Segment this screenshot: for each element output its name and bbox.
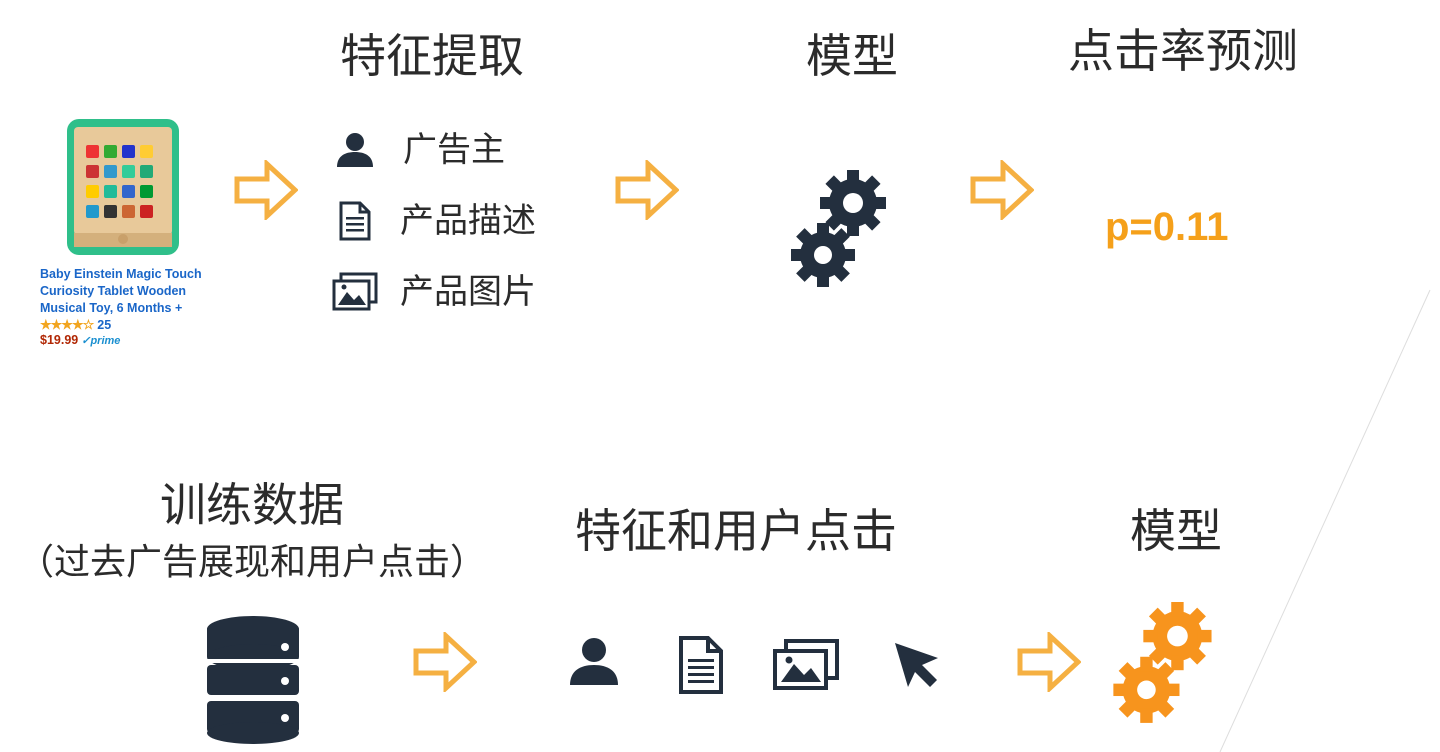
review-count[interactable]: 25 xyxy=(97,318,112,332)
images-icon xyxy=(773,639,839,690)
gears-icon xyxy=(791,170,886,287)
training-data-title: 训练数据 xyxy=(160,478,344,532)
user-icon xyxy=(570,638,618,685)
rating-stars: ★★★★☆ xyxy=(40,317,94,332)
arrow-right-icon xyxy=(970,160,1034,220)
training-data-subtitle: （过去广告展现和用户点击） xyxy=(18,542,487,583)
product-card: Baby Einstein Magic Touch Curiosity Tabl… xyxy=(40,115,220,347)
product-image xyxy=(67,119,179,255)
document-icon xyxy=(339,201,371,241)
feature-label: 产品描述 xyxy=(400,201,536,241)
product-price: $19.99 xyxy=(40,333,79,347)
feature-label: 产品图片 xyxy=(400,272,536,312)
images-icon xyxy=(332,272,378,311)
arrow-right-icon xyxy=(234,160,298,220)
ctr-prediction-title: 点击率预测 xyxy=(1068,24,1298,78)
gears-icon xyxy=(1113,602,1212,723)
arrow-right-icon xyxy=(413,632,477,692)
product-price-row: $19.99 ✓prime xyxy=(40,333,220,347)
model-title-bottom: 模型 xyxy=(1130,504,1222,558)
feature-extraction-title: 特征提取 xyxy=(340,29,524,83)
decorative-diagonal-line xyxy=(1219,289,1431,752)
cursor-icon xyxy=(895,643,938,687)
feature-item-description: 产品描述 xyxy=(338,200,536,242)
feature-item-images: 产品图片 xyxy=(332,272,536,312)
features-and-clicks-title: 特征和用户点击 xyxy=(575,504,897,558)
feature-item-advertiser: 广告主 xyxy=(335,130,505,170)
product-title[interactable]: Baby Einstein Magic Touch Curiosity Tabl… xyxy=(40,267,202,315)
prime-badge: ✓prime xyxy=(81,334,121,347)
database-icon xyxy=(207,616,299,744)
model-title: 模型 xyxy=(806,29,898,83)
arrow-right-icon xyxy=(1017,632,1081,692)
probability-value: p=0.11 xyxy=(1105,205,1229,249)
feature-label: 广告主 xyxy=(403,130,505,170)
product-rating: ★★★★☆ 25 xyxy=(40,317,220,333)
arrow-right-icon xyxy=(615,160,679,220)
user-icon xyxy=(337,133,373,167)
document-icon xyxy=(679,636,723,694)
